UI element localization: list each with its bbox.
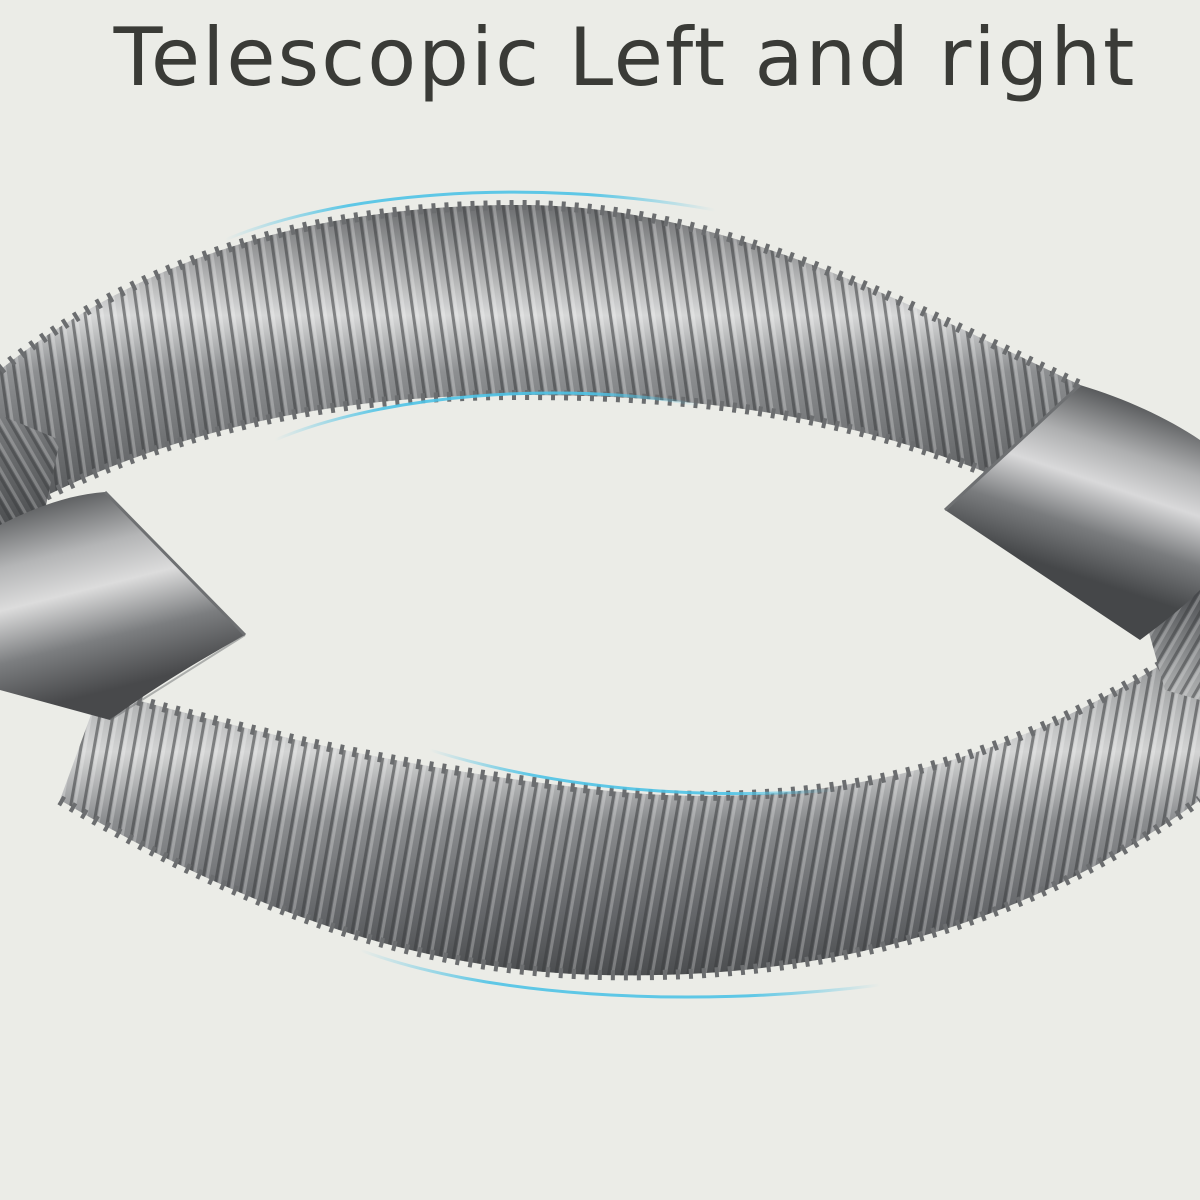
motion-arc (223, 190, 717, 242)
upper-hose (0, 199, 1083, 525)
right-sleeve-joint (943, 383, 1200, 640)
motion-arc (358, 948, 882, 999)
motion-arcs (223, 190, 882, 999)
lower-hose (57, 635, 1200, 981)
left-sleeve-joint (0, 490, 247, 721)
headline: Telescopic Left and right (113, 11, 1137, 104)
motion-arc (428, 748, 837, 796)
motion-arc (273, 391, 702, 442)
